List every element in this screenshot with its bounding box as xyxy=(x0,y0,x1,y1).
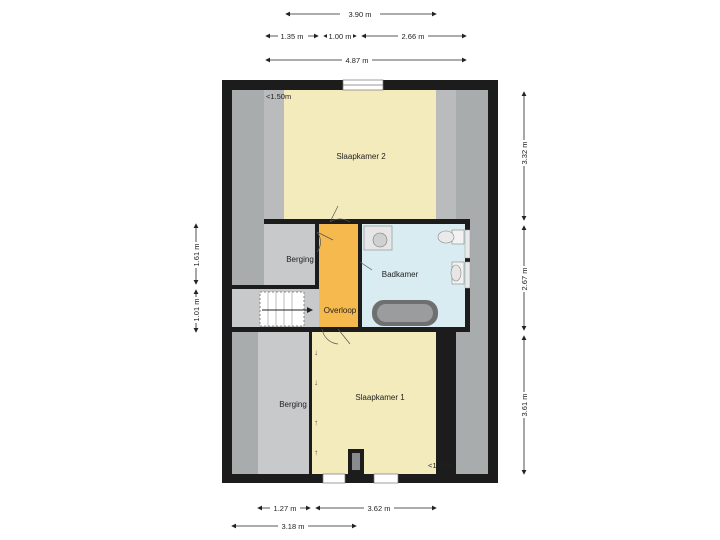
low-ceiling-left-inner xyxy=(264,90,284,220)
label-overloop: Overloop xyxy=(324,306,357,315)
svg-text:↓: ↓ xyxy=(314,378,318,387)
svg-text:↑: ↑ xyxy=(314,418,318,427)
dim-right-bottom: 3.61 m xyxy=(520,394,529,417)
bathtub xyxy=(372,300,438,326)
shower xyxy=(363,225,393,251)
stair-opening xyxy=(259,291,305,327)
window-bottom-2 xyxy=(373,473,399,484)
dim-bottom-b: 3.62 m xyxy=(368,504,391,513)
label-slaapkamer-1: Slaapkamer 1 xyxy=(355,393,405,402)
door-badkamer xyxy=(359,261,373,271)
dim-left-top: 1.61 m xyxy=(192,244,201,267)
label-slaapkamer-2: Slaapkamer 2 xyxy=(336,152,386,161)
dim-top-overall: 4.87 m xyxy=(346,56,369,65)
dim-top-total: 3.90 m xyxy=(349,10,372,19)
wall-mid-bottom xyxy=(232,327,470,332)
dim-top-b: 1.00 m xyxy=(329,32,352,41)
label-berging-bottom: Berging xyxy=(279,400,307,409)
dim-right-top: 3.32 m xyxy=(520,142,529,165)
wall-mid-top xyxy=(264,219,470,224)
dim-left-bottom: 1.01 m xyxy=(192,299,201,322)
dim-top-a: 1.35 m xyxy=(281,32,304,41)
chimney-inner xyxy=(352,453,360,470)
bath-window xyxy=(464,229,471,259)
dim-bottom-total: 3.18 m xyxy=(282,522,305,531)
svg-text:↓: ↓ xyxy=(314,348,318,357)
label-badkamer: Badkamer xyxy=(382,270,419,279)
wall-overloop-right xyxy=(358,224,362,331)
room-slaapkamer-1 xyxy=(312,332,436,474)
low-ceiling-right-inner xyxy=(436,90,456,220)
height-note-top: <1.50m xyxy=(266,92,291,101)
label-berging-top: Berging xyxy=(286,255,314,264)
dim-top-c: 2.66 m xyxy=(402,32,425,41)
room-overloop xyxy=(319,224,359,328)
wall-berging-bottom xyxy=(232,285,319,289)
door-slaapkamer-2 xyxy=(329,205,351,223)
wall-berging-bottom-right xyxy=(309,332,312,474)
wall-berging-right xyxy=(315,224,319,286)
dimension-lines-bottom xyxy=(231,505,437,529)
toilet xyxy=(437,229,465,245)
dim-bottom-a: 1.27 m xyxy=(274,504,297,513)
stair-steps xyxy=(267,292,293,326)
height-note-bottom: <1.50m xyxy=(428,461,453,470)
room-berging-bottom xyxy=(258,332,310,474)
door-berging xyxy=(316,231,334,253)
room-berging-top xyxy=(264,224,316,286)
room-slaapkamer-2 xyxy=(284,90,436,220)
window-bottom-1 xyxy=(322,473,346,484)
door-slaapkamer-1 xyxy=(321,328,351,345)
ridge-arrows: ↓ ↓ ↑ ↑ xyxy=(314,348,318,457)
bath-window-2 xyxy=(464,261,471,289)
svg-text:↑: ↑ xyxy=(314,448,318,457)
sink xyxy=(450,261,465,285)
dim-right-mid: 2.67 m xyxy=(520,268,529,291)
